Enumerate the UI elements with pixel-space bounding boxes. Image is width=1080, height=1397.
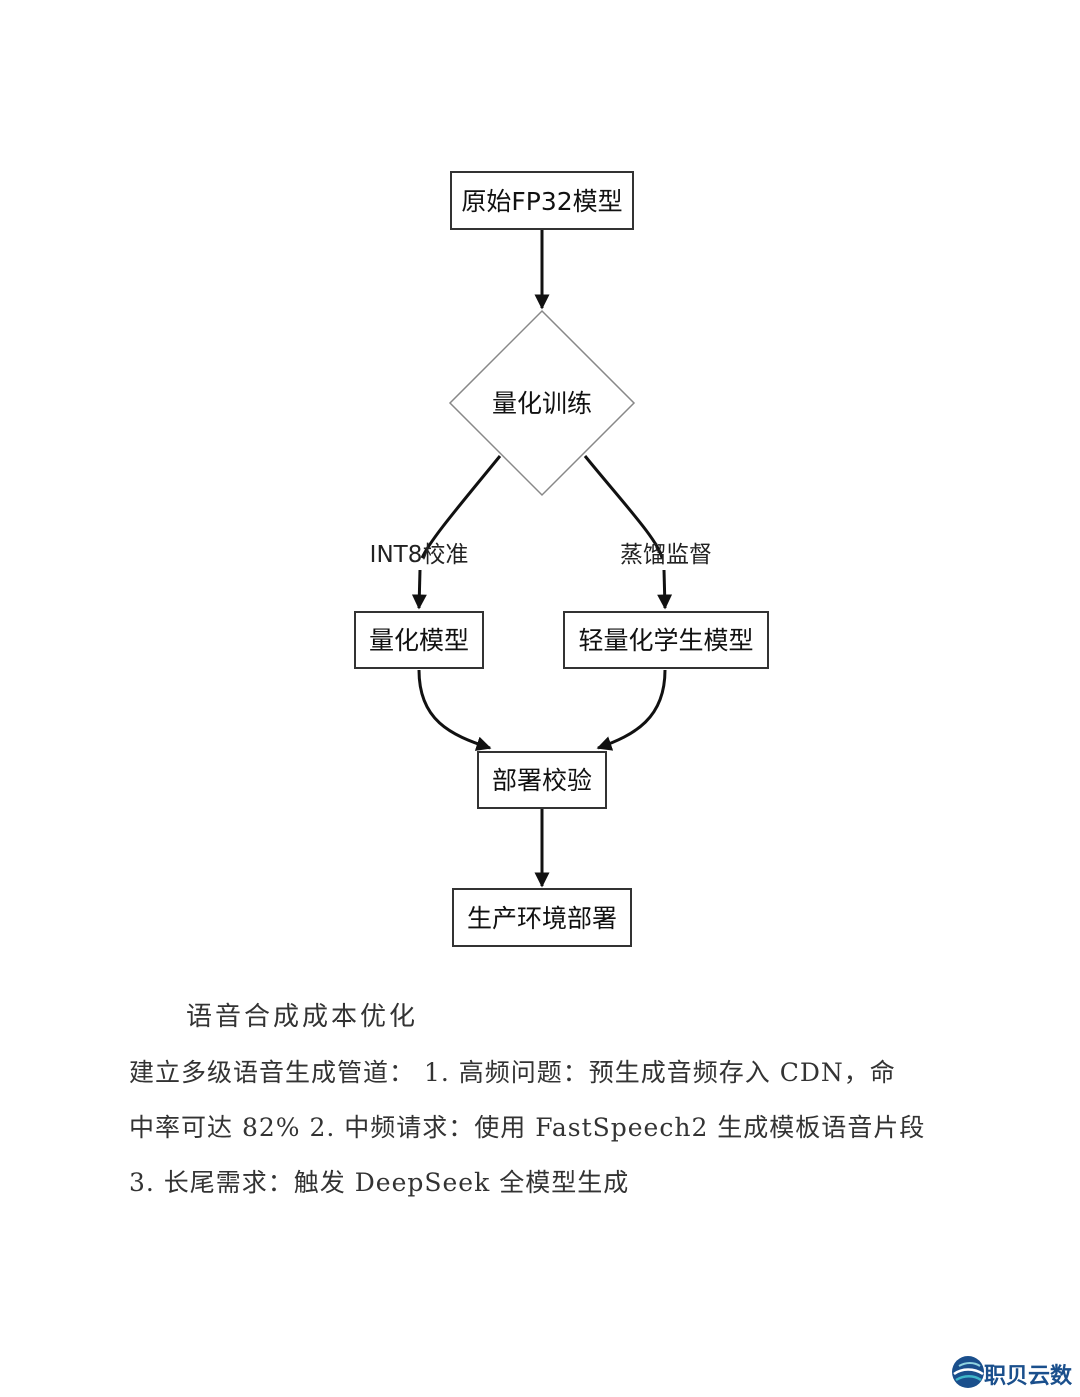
edge-quant-model-to-check <box>417 669 492 751</box>
edge-student-to-check <box>596 669 667 751</box>
section-heading: 语音合成成本优化 <box>186 1002 419 1032</box>
node-deploy-check-box <box>477 751 607 809</box>
node-production-box <box>452 888 632 947</box>
edge-distill-to-student <box>657 569 673 610</box>
node-quant-training-label: 量化训练 <box>492 389 592 418</box>
edge-training-to-int8-upper <box>420 455 502 559</box>
node-student-model-label: 轻量化学生模型 <box>578 626 753 655</box>
edge-label-distill: 蒸馏监督 <box>620 542 712 568</box>
globe-logo-icon <box>952 1356 984 1388</box>
node-production-label: 生产环境部署 <box>467 904 617 933</box>
node-fp32-model-box <box>450 171 634 230</box>
paragraph-line-2: 中率可达 82% 2. 中频请求：使用 FastSpeech2 生成模板语音片段 <box>129 1113 926 1142</box>
edge-training-to-distill-upper <box>583 455 664 559</box>
node-quant-training-diamond <box>448 309 636 497</box>
flowchart: 原始FP32模型 量化训练 量化模型 轻量化学生模型 部署校验 生产环境部署 I… <box>354 171 769 947</box>
edge-label-int8: INT8校准 <box>370 542 469 568</box>
node-student-model-box <box>563 611 769 669</box>
node-deploy-check-label: 部署校验 <box>492 766 592 795</box>
footer-logo: 职贝云数 <box>950 1352 1075 1392</box>
paragraph-line-1: 建立多级语音生成管道： 1. 高频问题：预生成音频存入 CDN，命 <box>129 1058 896 1087</box>
edge-int8-to-quant-model <box>411 569 427 610</box>
logo-text: 职贝云数 <box>984 1364 1073 1389</box>
node-quant-model-label: 量化模型 <box>369 626 469 655</box>
node-quant-model-box <box>354 611 484 669</box>
node-fp32-model-label: 原始FP32模型 <box>461 187 622 216</box>
paragraph-line-3: 3. 长尾需求：触发 DeepSeek 全模型生成 <box>129 1168 630 1197</box>
